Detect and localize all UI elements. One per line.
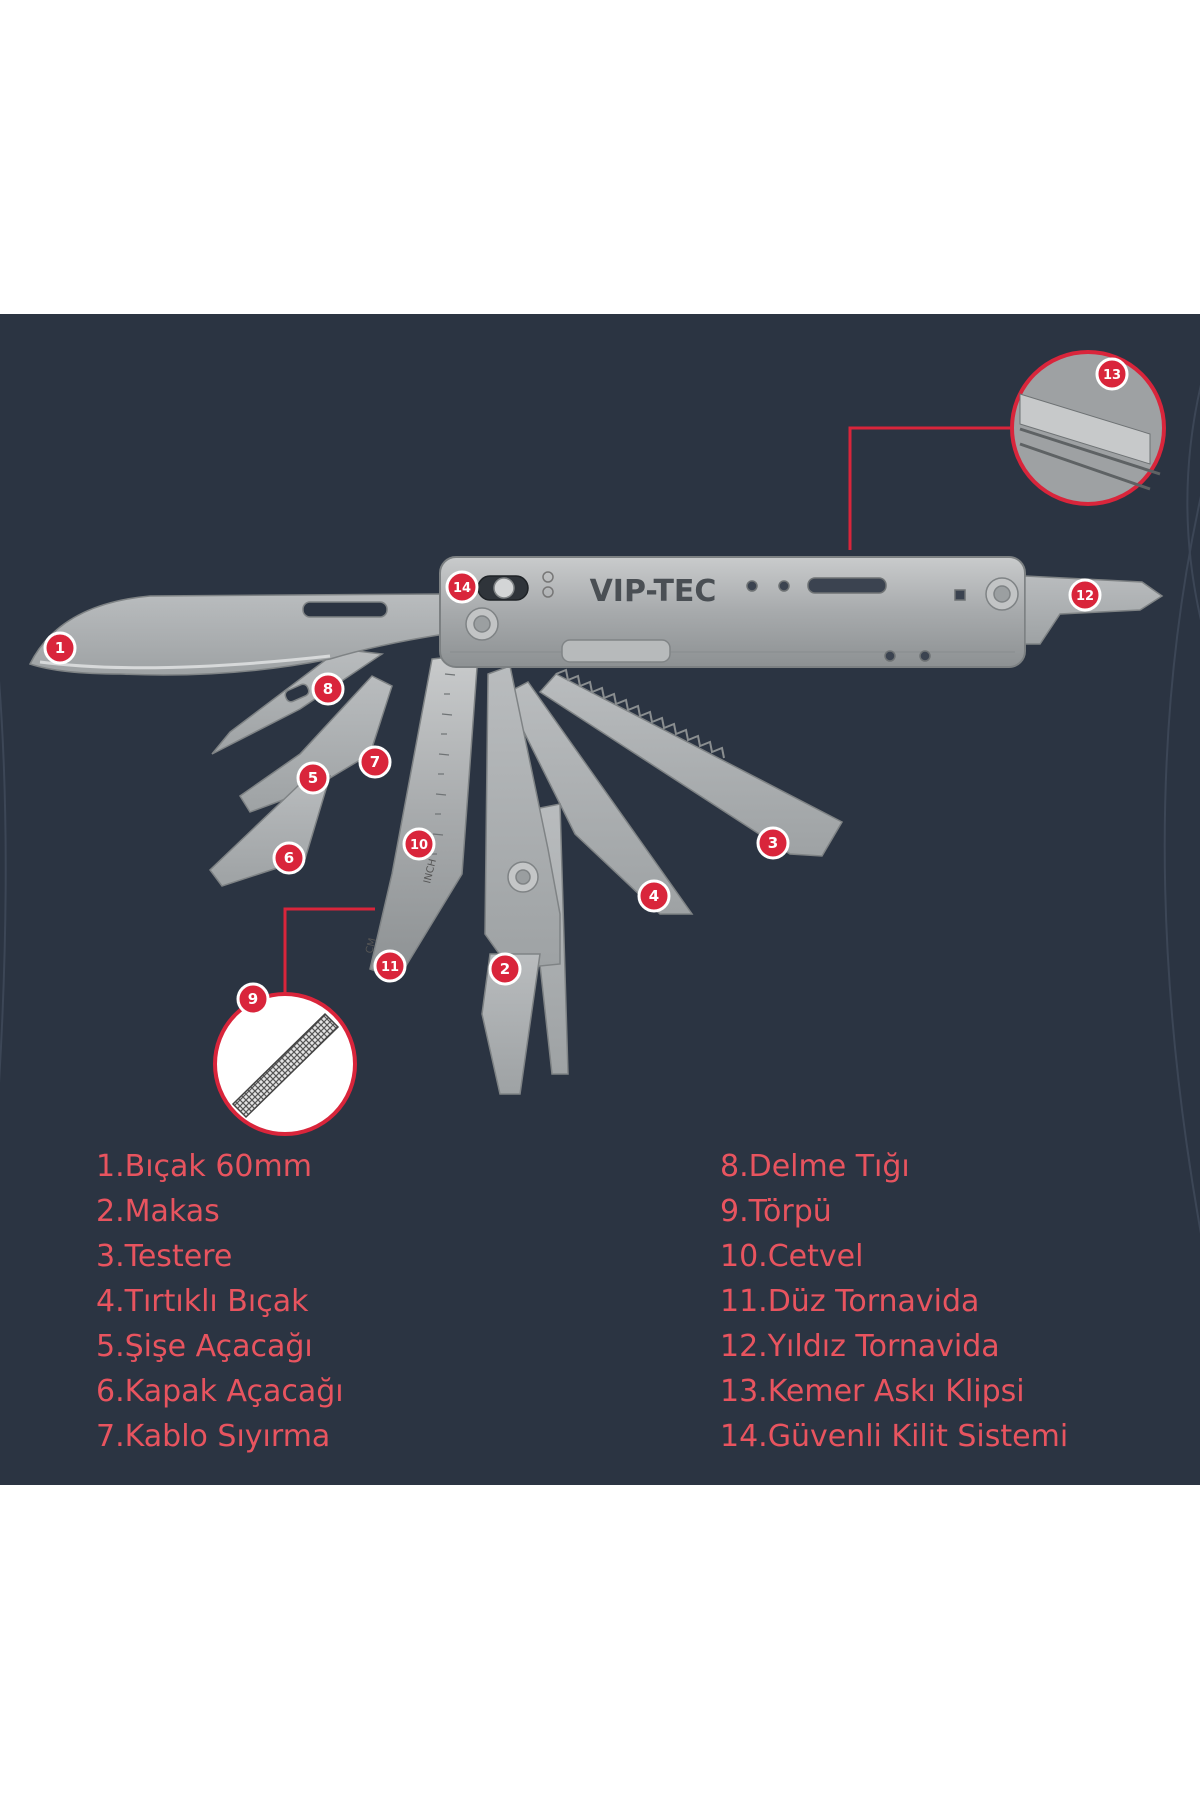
ruler-ticks bbox=[431, 673, 456, 855]
callout-marker-2: 2 bbox=[488, 952, 522, 986]
callout-marker-number: 11 bbox=[381, 960, 399, 975]
callout-marker-number: 4 bbox=[649, 887, 659, 905]
fanned-tools: CM INCH bbox=[28, 556, 1164, 1095]
serrated-blade bbox=[503, 681, 694, 915]
legend-item: 14.Güvenli Kilit Sistemi bbox=[720, 1419, 1069, 1454]
file-texture bbox=[231, 1012, 340, 1119]
legend-item: 13.Kemer Askı Klipsi bbox=[720, 1374, 1025, 1409]
legend-item: 4.Tırtıklı Bıçak bbox=[96, 1284, 309, 1319]
saw-teeth bbox=[555, 668, 725, 759]
awl-tool bbox=[211, 648, 385, 755]
legend-item: 5.Şişe Açacağı bbox=[96, 1329, 313, 1364]
callout-marker-number: 5 bbox=[308, 769, 318, 787]
callout-marker-4: 4 bbox=[637, 879, 671, 913]
callout-marker-number: 3 bbox=[768, 834, 778, 852]
callout-marker-9: 9 bbox=[236, 982, 270, 1016]
callout-marker-5: 5 bbox=[296, 761, 330, 795]
background-curves bbox=[0, 384, 1200, 1234]
callout-marker-3: 3 bbox=[756, 826, 790, 860]
multitool-illustration: CM INCH bbox=[0, 350, 1200, 1234]
callout-marker-13: 13 bbox=[1095, 357, 1129, 391]
legend-item: 3.Testere bbox=[96, 1239, 233, 1274]
legend-item: 10.Cetvel bbox=[720, 1239, 864, 1274]
legend-item: 1.Bıçak 60mm bbox=[96, 1149, 312, 1184]
callout-marker-number: 7 bbox=[370, 753, 380, 771]
callout-marker-number: 13 bbox=[1103, 368, 1121, 383]
handle-holes bbox=[746, 577, 966, 662]
brand-logo: VIP-TEC bbox=[590, 574, 717, 609]
legend-left-column: 1.Bıçak 60mm 2.Makas 3.Testere 4.Tırtıkl… bbox=[96, 1144, 344, 1459]
callout-marker-number: 6 bbox=[284, 849, 294, 867]
callout-marker-number: 10 bbox=[410, 838, 428, 853]
product-infographic-panel: CM INCH bbox=[0, 314, 1200, 1485]
callout-marker-14: 14 bbox=[445, 570, 479, 604]
callout-marker-number: 2 bbox=[500, 960, 510, 978]
legend-item: 7.Kablo Sıyırma bbox=[96, 1419, 331, 1454]
phillips-screwdriver-bit bbox=[1024, 575, 1164, 645]
legend-item: 12.Yıldız Tornavida bbox=[720, 1329, 1000, 1364]
callout-marker-10: 10 bbox=[402, 827, 436, 861]
legend-item: 9.Törpü bbox=[720, 1194, 832, 1229]
legend-item: 8.Delme Tığı bbox=[720, 1149, 910, 1184]
saw-blade bbox=[538, 673, 844, 857]
callout-marker-7: 7 bbox=[358, 745, 392, 779]
callout-marker-number: 8 bbox=[323, 680, 333, 698]
callout-marker-12: 12 bbox=[1068, 578, 1102, 612]
legend-right-column: 8.Delme Tığı 9.Törpü 10.Cetvel 11.Düz To… bbox=[720, 1144, 1068, 1459]
ruler-cm-label: CM bbox=[364, 937, 378, 955]
legend-item: 6.Kapak Açacağı bbox=[96, 1374, 344, 1409]
legend-item: 11.Düz Tornavida bbox=[720, 1284, 980, 1319]
leader-lines bbox=[283, 426, 1010, 994]
callout-marker-11: 11 bbox=[373, 949, 407, 983]
callout-marker-number: 12 bbox=[1076, 589, 1094, 604]
belt-clip-detail bbox=[1010, 350, 1166, 506]
callout-marker-number: 14 bbox=[453, 581, 471, 596]
legend-item: 2.Makas bbox=[96, 1194, 220, 1229]
scissors-handle bbox=[484, 664, 561, 970]
callout-marker-6: 6 bbox=[272, 841, 306, 875]
file-detail bbox=[213, 992, 357, 1136]
tool-handle bbox=[439, 556, 1026, 668]
callout-marker-1: 1 bbox=[43, 631, 77, 665]
callout-marker-number: 9 bbox=[248, 990, 258, 1008]
callout-marker-number: 1 bbox=[55, 639, 65, 657]
blade-thumb-slot bbox=[302, 601, 388, 618]
callout-marker-8: 8 bbox=[311, 672, 345, 706]
scissors-lower-blade bbox=[481, 953, 541, 1095]
bottle-opener-tool bbox=[238, 675, 393, 813]
